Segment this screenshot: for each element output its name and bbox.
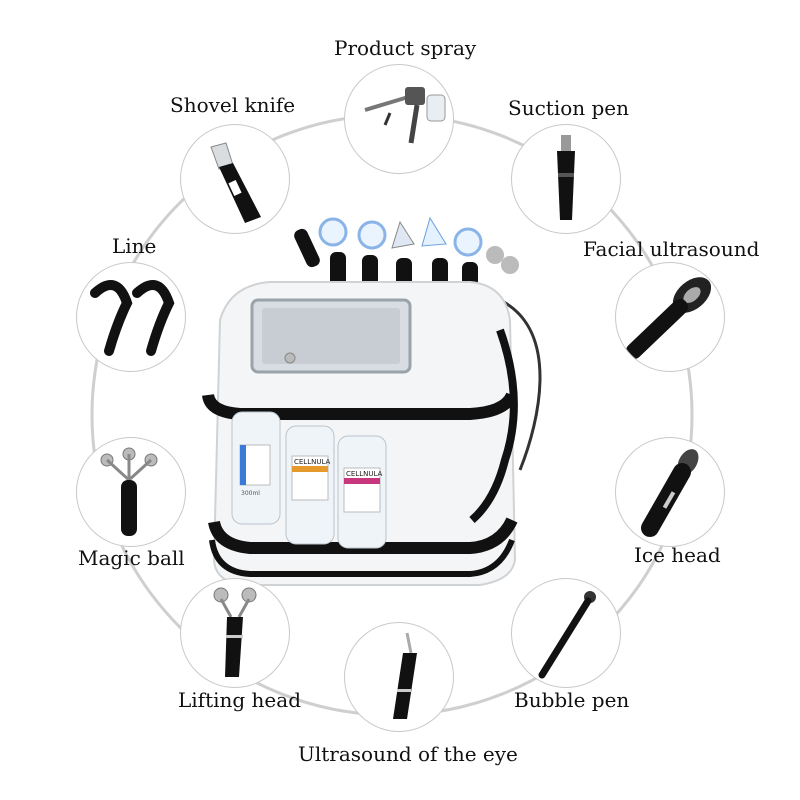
product-spray-circle <box>344 64 454 174</box>
spray-gun-icon <box>364 87 446 144</box>
ice-head-icon <box>641 449 699 537</box>
magic-ball-circle <box>76 437 186 547</box>
ice-head-circle <box>615 437 725 547</box>
label-facial-ultrasound: Facial ultrasound <box>583 237 760 261</box>
bubble-pen-icon <box>538 591 596 679</box>
magic-ball-icon <box>100 447 158 536</box>
bottle-volume: 300ml <box>241 490 260 497</box>
line-cable-icon <box>90 280 175 356</box>
facial-ultrasound-circle <box>615 262 725 372</box>
lifting-head-circle <box>180 578 290 688</box>
label-bubble-pen: Bubble pen <box>514 688 630 712</box>
label-magic-ball: Magic ball <box>78 546 185 570</box>
shovel-knife-circle <box>180 124 290 234</box>
label-shovel-knife: Shovel knife <box>170 93 296 117</box>
label-ice-head: Ice head <box>634 543 721 567</box>
label-product-spray: Product spray <box>334 36 477 60</box>
bottles <box>231 411 387 549</box>
bottle-label-right: CELLNULA <box>346 470 383 478</box>
label-ultrasound-eye: Ultrasound of the eye <box>298 742 518 766</box>
label-lifting-head: Lifting head <box>178 688 301 712</box>
label-suction-pen: Suction pen <box>508 96 630 120</box>
bubble-pen-circle <box>511 578 621 688</box>
bottle-label-middle: CELLNULA <box>294 458 331 466</box>
suction-pen-icon <box>557 135 575 220</box>
suction-pen-circle <box>511 124 621 234</box>
shovel-knife-icon <box>210 142 261 223</box>
lifting-head-icon <box>213 587 257 677</box>
eye-ultrasound-circle <box>344 622 454 732</box>
facial-ultrasound-icon <box>626 277 712 359</box>
line-circle <box>76 262 186 372</box>
eye-ultrasound-icon <box>393 632 417 719</box>
label-line: Line <box>112 234 157 258</box>
